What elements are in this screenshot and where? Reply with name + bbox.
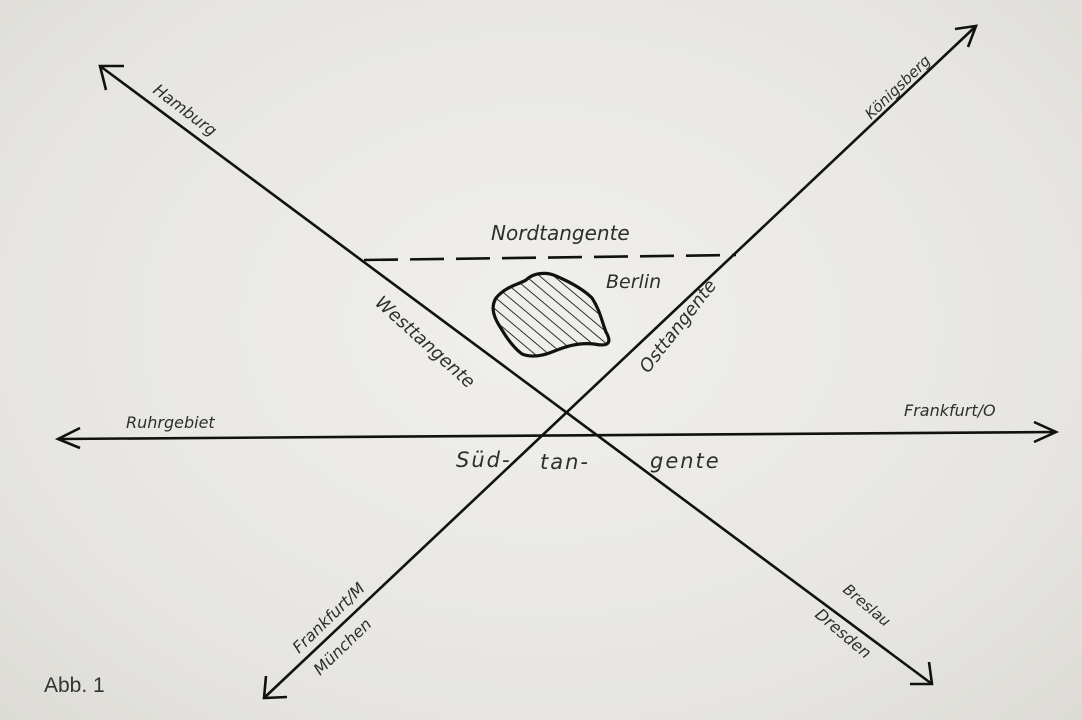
nordtangente-line [363,253,737,262]
arrowhead-hamburg [98,64,124,91]
label-suedtangente-2: tan- [540,450,590,474]
arrowhead-frankfurt-o [1033,420,1060,444]
label-suedtangente-3: gente [650,449,721,473]
road-ruhrgebiet-frankfurt-o [57,430,1057,441]
label-suedtangente-1: Süd- [456,448,512,472]
label-ruhrgebiet: Ruhrgebiet [126,413,215,432]
berlin-area [491,271,611,358]
arrowhead-koenigsberg [954,24,979,48]
label-berlin: Berlin [606,271,661,293]
label-koenigsberg: Königsberg [861,52,934,123]
figure-caption: Abb. 1 [44,674,105,697]
arrowhead-frankfurt-m [262,675,288,700]
road-hamburg-breslau [99,64,933,686]
label-nordtangente: Nordtangente [491,221,630,245]
arrowhead-breslau [910,661,934,686]
road-koenigsberg-frankfurt-m [263,25,977,699]
arrowhead-ruhrgebiet [54,426,81,450]
label-frankfurt-oder: Frankfurt/O [904,401,996,420]
